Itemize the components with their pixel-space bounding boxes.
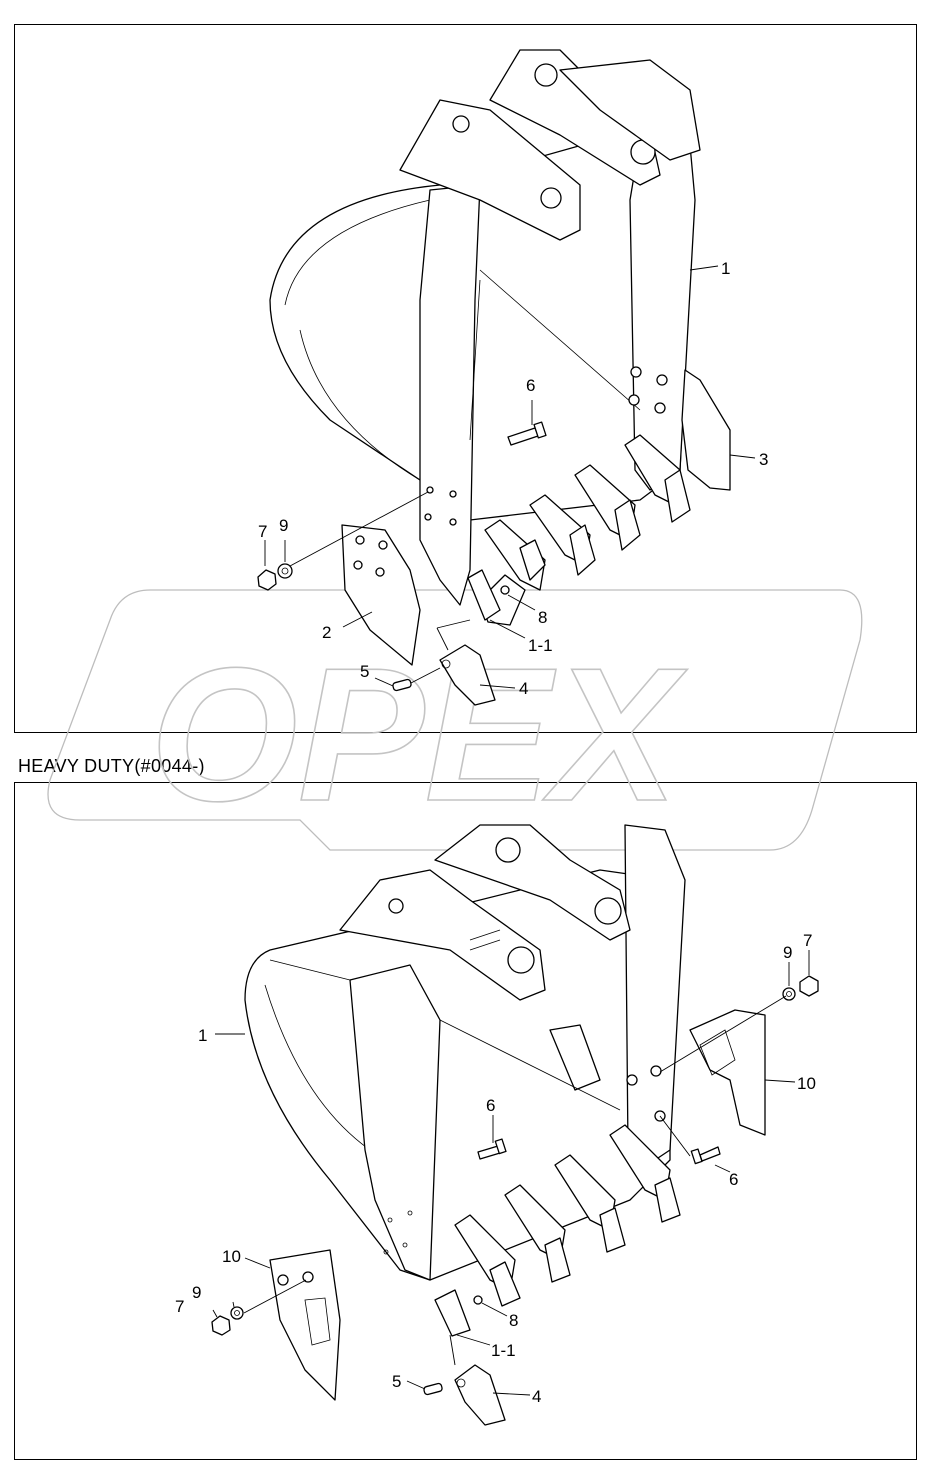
callout-8: 8 bbox=[509, 1311, 518, 1330]
bucket-heavy-duty: 1 6 6 9 7 10 10 9 7 8 1-1 5 4 bbox=[175, 824, 819, 1426]
callout-7: 7 bbox=[803, 931, 812, 950]
callout-1-1: 1-1 bbox=[491, 1341, 516, 1360]
callout-7: 7 bbox=[175, 1297, 184, 1316]
callout-1-1: 1-1 bbox=[528, 636, 553, 655]
callout-2: 2 bbox=[322, 623, 331, 642]
callout-6: 6 bbox=[486, 1096, 495, 1115]
callout-5: 5 bbox=[360, 662, 369, 681]
callout-3: 3 bbox=[759, 450, 768, 469]
section-title: HEAVY DUTY(#0044-) bbox=[18, 756, 205, 776]
callout-1: 1 bbox=[721, 259, 730, 278]
callout-7: 7 bbox=[258, 522, 267, 541]
callout-1: 1 bbox=[198, 1026, 207, 1045]
callout-9: 9 bbox=[783, 943, 792, 962]
bucket-standard: 1 3 6 7 9 2 8 1-1 5 4 bbox=[257, 49, 768, 706]
callout-5: 5 bbox=[392, 1372, 401, 1391]
callout-6: 6 bbox=[729, 1170, 738, 1189]
watermark-text: OPEX bbox=[150, 629, 688, 841]
callout-10: 10 bbox=[222, 1247, 241, 1266]
callout-9: 9 bbox=[192, 1283, 201, 1302]
callout-4: 4 bbox=[532, 1387, 541, 1406]
callout-9: 9 bbox=[279, 516, 288, 535]
callout-10: 10 bbox=[797, 1074, 816, 1093]
callout-4: 4 bbox=[519, 679, 528, 698]
callout-8: 8 bbox=[538, 608, 547, 627]
watermark-logo: OPEX bbox=[47, 589, 863, 851]
callout-6: 6 bbox=[526, 376, 535, 395]
